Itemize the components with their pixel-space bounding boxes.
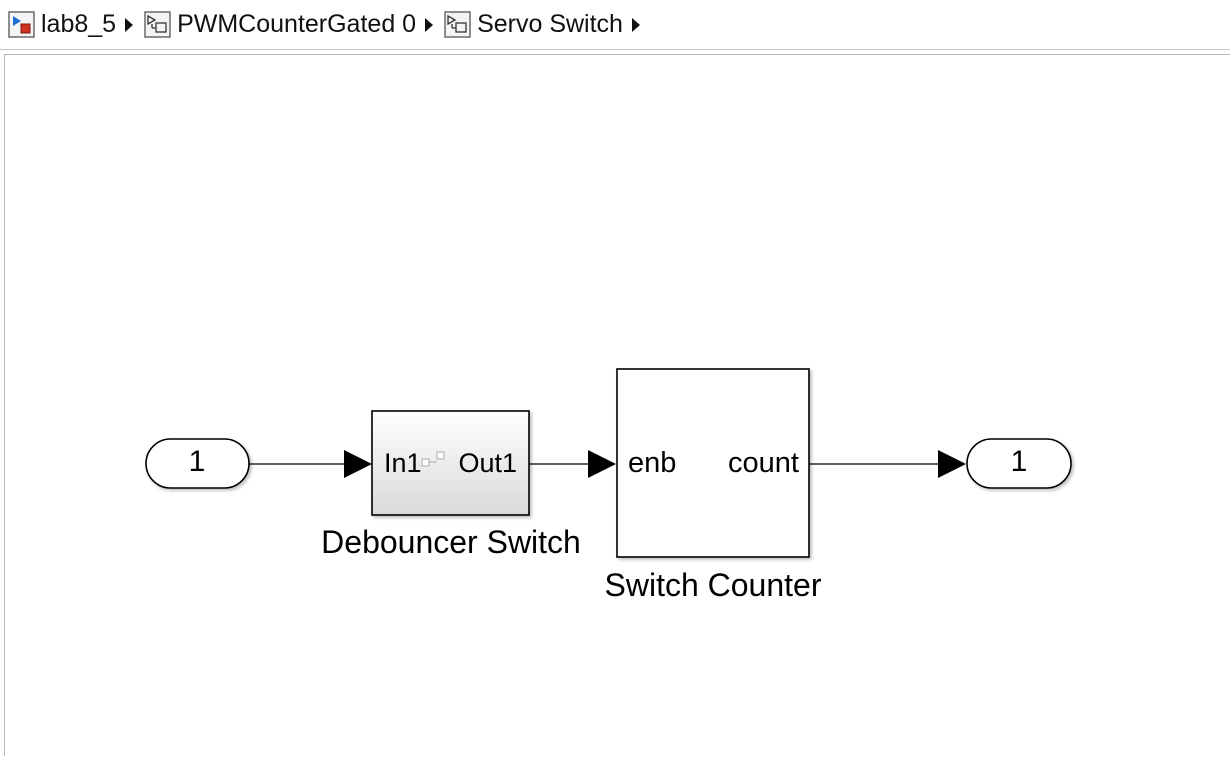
subsystem-icon [144, 11, 171, 38]
inport-block[interactable]: 1 [145, 438, 250, 489]
signal-line[interactable] [529, 450, 616, 478]
block-diagram: 1 In1 Out1 Debouncer Switch enb [145, 368, 1072, 603]
subsystem-connection-icon [421, 451, 445, 467]
breadcrumb-item-lab8-5[interactable]: lab8_5 [8, 10, 116, 39]
block-name-debouncer-switch[interactable]: Debouncer Switch [321, 524, 581, 560]
port-label-in1: In1 [384, 448, 422, 478]
model-canvas[interactable]: 1 In1 Out1 Debouncer Switch enb [4, 54, 1230, 756]
breadcrumb: lab8_5 PWMCounterGated 0 [0, 0, 1230, 50]
breadcrumb-label: PWMCounterGated 0 [177, 10, 417, 38]
breadcrumb-item-pwmcountergated[interactable]: PWMCounterGated 0 [144, 10, 416, 39]
chevron-right-icon[interactable] [625, 11, 647, 38]
model-icon [8, 11, 35, 38]
block-name-switch-counter[interactable]: Switch Counter [605, 567, 822, 603]
switch-counter-block[interactable]: enb count [616, 368, 810, 558]
debouncer-switch-block[interactable]: In1 Out1 [371, 410, 530, 516]
port-label-enb: enb [628, 447, 676, 479]
breadcrumb-label: lab8_5 [41, 10, 117, 38]
outport-label: 1 [1011, 445, 1028, 478]
breadcrumb-label: Servo Switch [477, 10, 623, 38]
subsystem-icon [444, 11, 471, 38]
chevron-right-icon[interactable] [118, 11, 140, 38]
inport-label: 1 [189, 445, 206, 478]
signal-line[interactable] [249, 450, 372, 478]
port-label-out1: Out1 [458, 448, 517, 478]
signal-line[interactable] [809, 450, 966, 478]
port-label-count: count [728, 447, 799, 479]
breadcrumb-item-servo-switch[interactable]: Servo Switch [444, 10, 623, 39]
chevron-right-icon[interactable] [418, 11, 440, 38]
outport-block[interactable]: 1 [966, 438, 1072, 489]
